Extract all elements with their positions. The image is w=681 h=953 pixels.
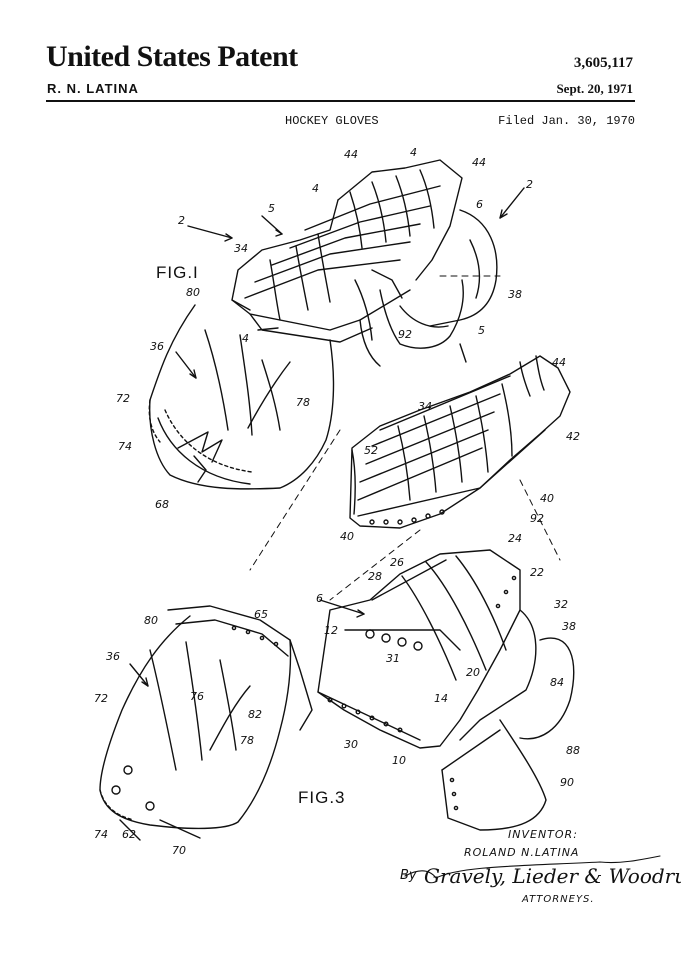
ref-numeral: 68 [155,498,169,511]
ref-numeral: 28 [368,570,382,583]
ref-numeral: 14 [434,692,448,705]
ref-numeral: 70 [172,844,186,857]
drawing-artwork [99,159,661,879]
ref-numeral: 74 [118,440,132,453]
ref-numeral: 40 [340,530,354,543]
ref-numeral: 2 [178,214,185,227]
fig1-label: FIG.I [156,263,199,282]
ref-numeral: 76 [190,690,204,703]
ref-numeral: 90 [560,776,574,789]
inventor-label: INVENTOR: [508,828,578,841]
ref-numeral: 10 [392,754,406,767]
ref-numeral: 20 [466,666,480,679]
ref-numeral: 34 [418,400,432,413]
ref-numeral: 52 [364,444,378,457]
ref-numeral: 6 [476,198,483,211]
ref-numeral: 84 [550,676,564,689]
drawing-title: HOCKEY GLOVES [285,114,379,128]
attorney-firm-signature: Gravely, Lieder & Woodruff [424,864,681,888]
ref-numeral: 80 [144,614,158,627]
ref-numeral: 44 [344,148,358,161]
signature-flourish [404,855,661,879]
ref-numeral: 88 [566,744,580,757]
ref-numeral: 92 [398,328,412,341]
fig3-label: FIG.3 [298,788,346,807]
ref-numeral: 72 [94,692,108,705]
ref-numeral: 24 [508,532,522,545]
attorneys-label: ATTORNEYS. [522,894,595,905]
signature-by: By [400,868,417,883]
inventor-name: R. N. LATINA [47,81,139,96]
ref-numeral: 31 [386,652,400,665]
ref-numeral: 82 [248,708,262,721]
patent-drawing: FIG.I FIG.3 44 4 44 4 5 6 2 2 34 80 38 9… [0,130,681,953]
filed-date: Filed Jan. 30, 1970 [498,114,635,128]
fig2-finger-section-drawing [249,275,571,601]
ref-numeral: 44 [472,156,486,169]
ref-numeral: 2 [526,178,533,191]
ref-numeral: 4 [410,146,417,159]
ref-numeral: 38 [508,288,522,301]
ref-numeral: 72 [116,392,130,405]
fig3-exploded-glove-drawing [99,549,575,841]
fig1-glove-drawing [148,159,525,490]
ref-numeral: 80 [186,286,200,299]
ref-numeral: 78 [296,396,310,409]
ref-numeral: 42 [566,430,580,443]
ref-numeral: 4 [242,332,249,345]
ref-numeral: 32 [554,598,568,611]
ref-numeral: 6 [316,592,323,605]
ref-numeral: 4 [312,182,319,195]
page-title: United States Patent [46,40,298,73]
ref-numeral: 12 [324,624,338,637]
ref-numeral: 5 [268,202,275,215]
ref-numeral: 30 [344,738,358,751]
ref-numeral: 5 [478,324,485,337]
ref-numeral: 74 [94,828,108,841]
ref-numeral: 40 [540,492,554,505]
ref-numeral: 78 [240,734,254,747]
ref-numeral: 22 [530,566,544,579]
ref-numeral: 92 [530,512,544,525]
header-divider [46,100,635,102]
ref-numeral: 38 [562,620,576,633]
ref-numeral: 36 [150,340,164,353]
ref-numeral: 65 [254,608,268,621]
ref-numeral: 26 [390,556,404,569]
ref-numeral: 62 [122,828,136,841]
inventor-signature-name: ROLAND N.LATINA [464,846,580,859]
patent-date: Sept. 20, 1971 [556,81,633,96]
ref-numeral: 44 [552,356,566,369]
ref-numeral: 34 [234,242,248,255]
ref-numeral: 36 [106,650,120,663]
patent-number: 3,605,117 [573,55,633,71]
